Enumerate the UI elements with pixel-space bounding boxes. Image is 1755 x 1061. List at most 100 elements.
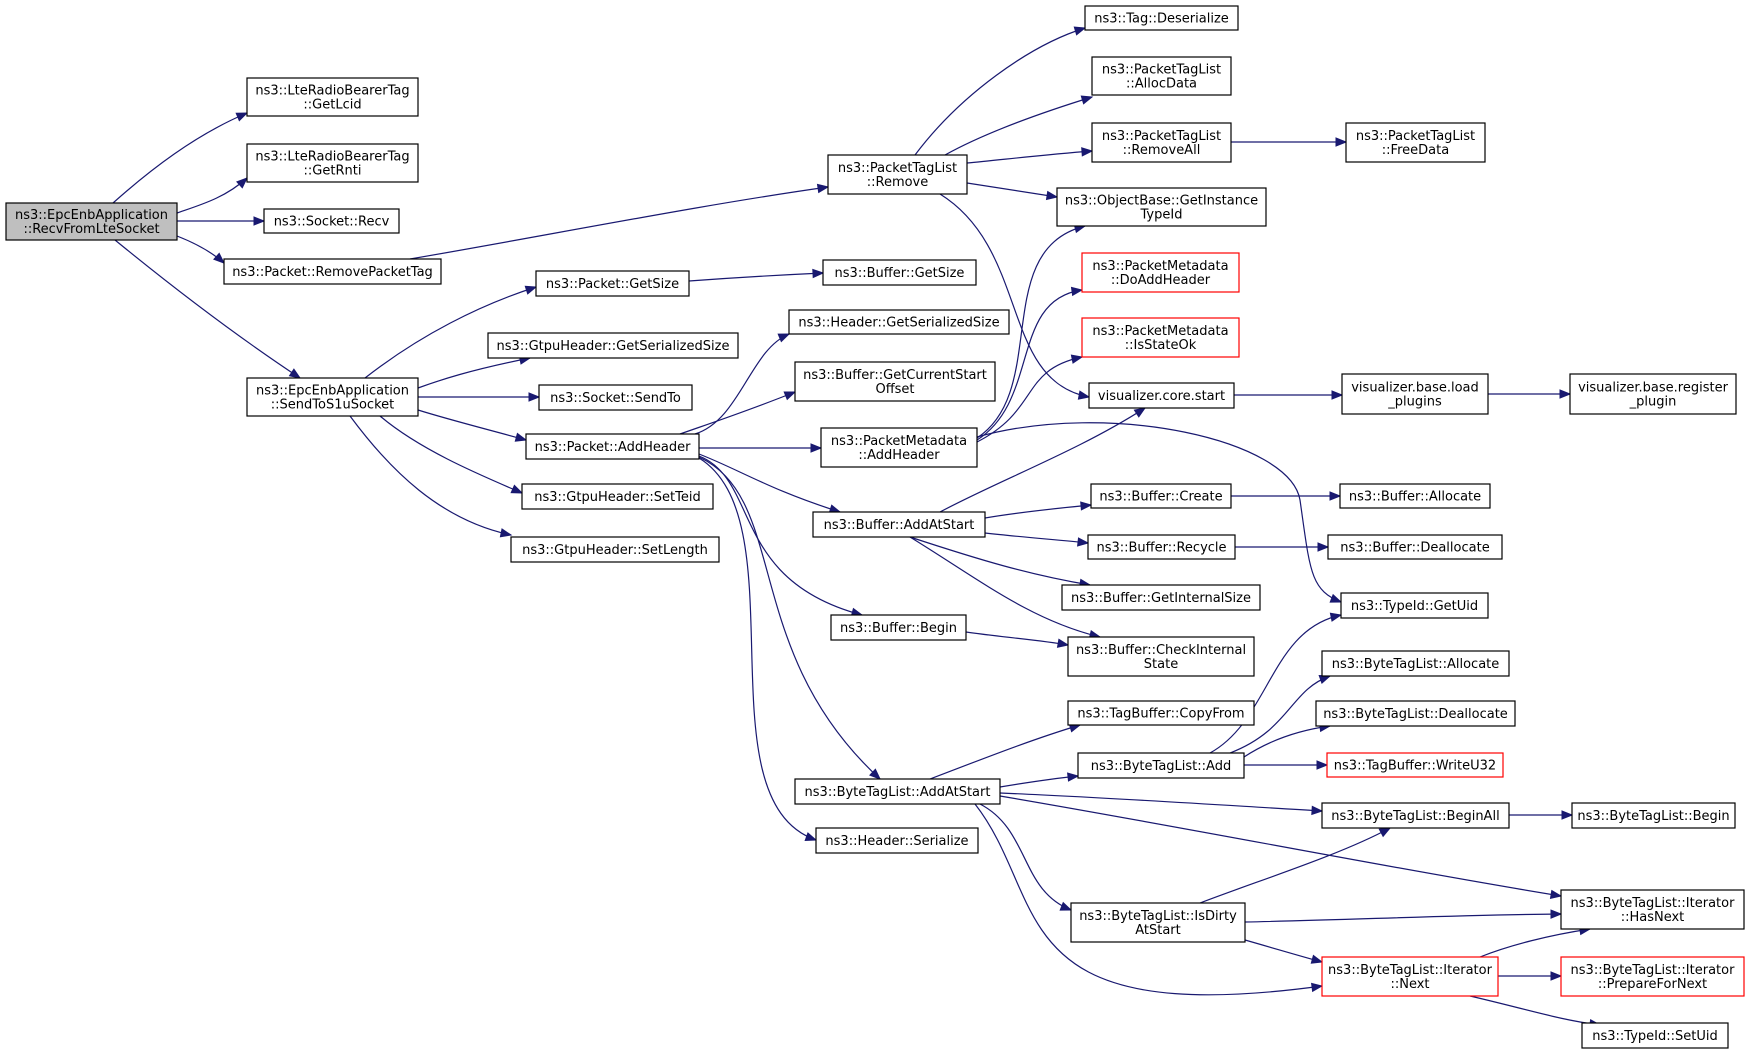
edge-line (176, 177, 248, 214)
call-edge-sendToS1u-to-gtpuSetTeid (379, 415, 524, 494)
edge-line (679, 391, 796, 435)
edge-arrowhead (253, 216, 266, 226)
node-label-line: ns3::Buffer::Deallocate (1340, 541, 1489, 556)
node-label-line: ::AddHeader (858, 448, 940, 463)
node-ptlAllocData[interactable]: ns3::PacketTagList::AllocData (1091, 56, 1232, 96)
node-getRnti[interactable]: ns3::LteRadioBearerTag::GetRnti (246, 143, 419, 183)
edge-arrowhead (1067, 772, 1080, 782)
edge-line (114, 239, 301, 379)
node-box (1081, 252, 1240, 293)
node-btlBegin[interactable]: ns3::ByteTagList::Begin (1571, 802, 1736, 829)
node-socketRecv[interactable]: ns3::Socket::Recv (263, 208, 400, 234)
node-btlAdd[interactable]: ns3::ByteTagList::Add (1077, 752, 1245, 779)
call-edge-bufferCreate-to-bufferAllocate (1231, 491, 1342, 501)
node-vizCoreStart[interactable]: visualizer.core.start (1088, 382, 1235, 409)
node-btlAllocate[interactable]: ns3::ByteTagList::Allocate (1321, 650, 1510, 677)
edge-line (909, 536, 1091, 586)
node-bufferRecycle[interactable]: ns3::Buffer::Recycle (1087, 534, 1236, 560)
node-btlIterPrepareForNext[interactable]: ns3::ByteTagList::Iterator::PrepareForNe… (1560, 956, 1745, 997)
node-packetGetSize[interactable]: ns3::Packet::GetSize (535, 270, 690, 297)
node-bufferCreate[interactable]: ns3::Buffer::Create (1090, 483, 1232, 509)
node-btlBeginAll[interactable]: ns3::ByteTagList::BeginAll (1321, 802, 1510, 829)
call-edge-sendToS1u-to-gtpuGetSerSize (417, 355, 532, 389)
node-pmAddHeader[interactable]: ns3::PacketMetadata::AddHeader (820, 427, 978, 468)
edge-line (379, 415, 523, 494)
node-box (246, 377, 419, 417)
node-pmDoAddHeader[interactable]: ns3::PacketMetadata::DoAddHeader (1081, 252, 1240, 293)
call-edge-btlIterNext-to-typeIdSetUid (1469, 995, 1602, 1029)
node-typeIdGetUid[interactable]: ns3::TypeId::GetUid (1340, 592, 1489, 619)
node-btlIterNext[interactable]: ns3::ByteTagList::Iterator::Next (1321, 956, 1499, 997)
node-ptlFreeData[interactable]: ns3::PacketTagList::FreeData (1345, 122, 1486, 163)
node-typeIdSetUid[interactable]: ns3::TypeId::SetUid (1581, 1022, 1729, 1049)
node-bufferAllocate[interactable]: ns3::Buffer::Allocate (1339, 483, 1491, 509)
call-edge-ptlRemove-to-ptlRemoveAll (966, 147, 1094, 164)
node-label-line: TypeId (1140, 208, 1183, 223)
node-bufferGetInternalSize[interactable]: ns3::Buffer::GetInternalSize (1061, 584, 1261, 611)
edge-arrowhead (804, 832, 818, 842)
node-label-line: ::GetLcid (303, 98, 361, 113)
node-gtpuSetLength[interactable]: ns3::GtpuHeader::SetLength (510, 536, 720, 563)
call-edge-ptlRemove-to-obGetInstanceTypeId (966, 182, 1059, 201)
node-bufferAddAtStart[interactable]: ns3::Buffer::AddAtStart (812, 511, 986, 538)
node-tagDeserialize[interactable]: ns3::Tag::Deserialize (1084, 5, 1239, 31)
node-label-line: ns3::PacketTagList (1102, 63, 1221, 78)
node-btlDeallocate[interactable]: ns3::ByteTagList::Deallocate (1315, 700, 1516, 727)
node-btlIterHasNext[interactable]: ns3::ByteTagList::Iterator::HasNext (1560, 889, 1745, 930)
node-sendToS1u[interactable]: ns3::EpcEnbApplication::SendToS1uSocket (246, 377, 419, 417)
edge-arrowhead (1080, 95, 1094, 105)
node-headerGetSerSize[interactable]: ns3::Header::GetSerializedSize (788, 309, 1010, 335)
node-tagBufferWriteU32[interactable]: ns3::TagBuffer::WriteU32 (1326, 752, 1504, 778)
node-ptlRemove[interactable]: ns3::PacketTagList::Remove (827, 154, 968, 195)
node-gtpuSetTeid[interactable]: ns3::GtpuHeader::SetTeid (521, 483, 714, 510)
edge-line (112, 112, 248, 204)
edge-arrowhead (1550, 971, 1563, 981)
node-pmIsStateOk[interactable]: ns3::PacketMetadata::IsStateOk (1081, 317, 1240, 358)
node-ptlRemoveAll[interactable]: ns3::PacketTagList::RemoveAll (1091, 122, 1232, 163)
edge-line (417, 409, 527, 441)
node-box (1326, 752, 1504, 778)
node-label-line: ns3::ByteTagList::Iterator (1571, 896, 1736, 911)
node-label-line: ::FreeData (1382, 143, 1449, 158)
node-vizLoadPlugins[interactable]: visualizer.base.load_plugins (1341, 373, 1489, 415)
node-getLcid[interactable]: ns3::LteRadioBearerTag::GetLcid (246, 77, 419, 117)
node-gtpuGetSerSize[interactable]: ns3::GtpuHeader::GetSerializedSize (487, 332, 739, 359)
call-edge-btlAddAtStart-to-btlIterNext (974, 803, 1324, 996)
node-box (246, 77, 419, 117)
node-box (1056, 187, 1267, 227)
node-label-line: ::IsStateOk (1125, 338, 1197, 353)
edge-line (688, 272, 824, 282)
call-edge-sendToS1u-to-gtpuSetLength (349, 415, 513, 538)
edge-line (976, 289, 1083, 441)
node-vizRegisterPlugin[interactable]: visualizer.base.register_plugin (1569, 373, 1737, 415)
edge-line (929, 724, 1081, 780)
node-removePacketTag[interactable]: ns3::Packet::RemovePacketTag (223, 258, 442, 285)
edge-arrowhead (1059, 901, 1073, 911)
node-bufferBegin[interactable]: ns3::Buffer::Begin (830, 614, 967, 641)
node-recvFromLte[interactable]: ns3::EpcEnbApplication::RecvFromLteSocke… (5, 202, 178, 241)
edge-arrowhead (869, 768, 881, 780)
node-label-line: ns3::TypeId::SetUid (1592, 1029, 1717, 1044)
node-tagBufferCopyFrom[interactable]: ns3::TagBuffer::CopyFrom (1067, 700, 1255, 726)
call-edge-ptlRemove-to-vizCoreStart (939, 193, 1091, 400)
node-packetAddHeader[interactable]: ns3::Packet::AddHeader (525, 433, 700, 460)
edge-arrowhead (777, 333, 791, 343)
node-bufferGetSize[interactable]: ns3::Buffer::GetSize (822, 259, 977, 286)
node-label-line: ::Remove (867, 175, 929, 190)
call-edge-sendToS1u-to-packetAddHeader (417, 409, 528, 442)
node-headerSerialize[interactable]: ns3::Header::Serialize (815, 827, 979, 854)
edge-arrowhead (235, 112, 249, 122)
node-box (820, 427, 978, 468)
edge-arrowhead (524, 285, 538, 295)
node-label-line: ns3::PacketMetadata (831, 434, 967, 449)
edge-line (944, 96, 1093, 156)
node-box (1340, 592, 1489, 619)
node-socketSendTo[interactable]: ns3::Socket::SendTo (538, 384, 693, 411)
node-btlAddAtStart[interactable]: ns3::ByteTagList::AddAtStart (794, 778, 1001, 805)
node-box (1321, 650, 1510, 677)
node-bufferDeallocate[interactable]: ns3::Buffer::Deallocate (1327, 534, 1503, 560)
